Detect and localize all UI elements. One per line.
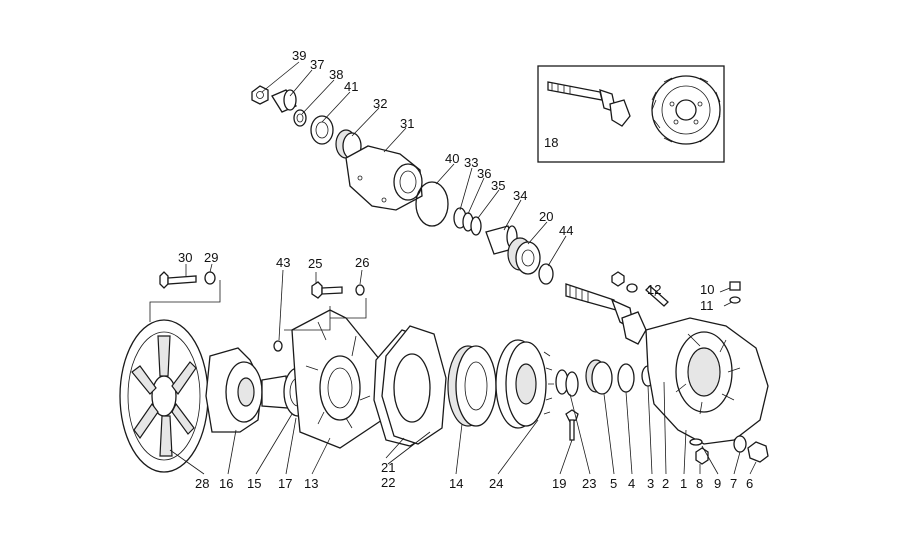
inset-pinion-crownwheel xyxy=(537,65,725,163)
callout-38: 38 xyxy=(329,67,343,82)
callout-36: 36 xyxy=(477,166,491,181)
callout-32: 32 xyxy=(373,96,387,111)
callout-17: 17 xyxy=(278,476,292,491)
callout-4: 4 xyxy=(628,476,635,491)
callout-33: 33 xyxy=(464,155,478,170)
callout-16: 16 xyxy=(219,476,233,491)
callout-15: 15 xyxy=(247,476,261,491)
callout-21: 21 xyxy=(381,460,395,475)
callout-26: 26 xyxy=(355,255,369,270)
callout-6: 6 xyxy=(746,476,753,491)
callout-37: 37 xyxy=(310,57,324,72)
callout-31: 31 xyxy=(400,116,414,131)
leader-lines xyxy=(149,61,757,475)
callout-34: 34 xyxy=(513,188,527,203)
callout-24: 24 xyxy=(489,476,503,491)
pinion-assembly xyxy=(251,85,669,345)
callout-13: 13 xyxy=(304,476,318,491)
callout-8: 8 xyxy=(696,476,703,491)
callout-3: 3 xyxy=(647,476,654,491)
callout-12: 12 xyxy=(647,282,661,297)
callout-14: 14 xyxy=(449,476,463,491)
callout-9: 9 xyxy=(714,476,721,491)
callout-22: 22 xyxy=(381,475,395,490)
callout-41: 41 xyxy=(344,79,358,94)
callout-19: 19 xyxy=(552,476,566,491)
callout-7: 7 xyxy=(730,476,737,491)
callout-2: 2 xyxy=(662,476,669,491)
callout-labels: 39 37 38 41 32 31 40 33 36 35 34 20 44 1… xyxy=(178,48,753,491)
callout-18: 18 xyxy=(544,135,558,150)
final-drive-assembly xyxy=(119,271,769,473)
callout-30: 30 xyxy=(178,250,192,265)
callout-39: 39 xyxy=(292,48,306,63)
callout-35: 35 xyxy=(491,178,505,193)
callout-23: 23 xyxy=(582,476,596,491)
callout-43: 43 xyxy=(276,255,290,270)
callout-10: 10 xyxy=(700,282,714,297)
callout-20: 20 xyxy=(539,209,553,224)
callout-44: 44 xyxy=(559,223,573,238)
callout-29: 29 xyxy=(204,250,218,265)
callout-5: 5 xyxy=(610,476,617,491)
callout-40: 40 xyxy=(445,151,459,166)
callout-28: 28 xyxy=(195,476,209,491)
callout-1: 1 xyxy=(680,476,687,491)
callout-11: 11 xyxy=(700,298,714,313)
callout-25: 25 xyxy=(308,256,322,271)
